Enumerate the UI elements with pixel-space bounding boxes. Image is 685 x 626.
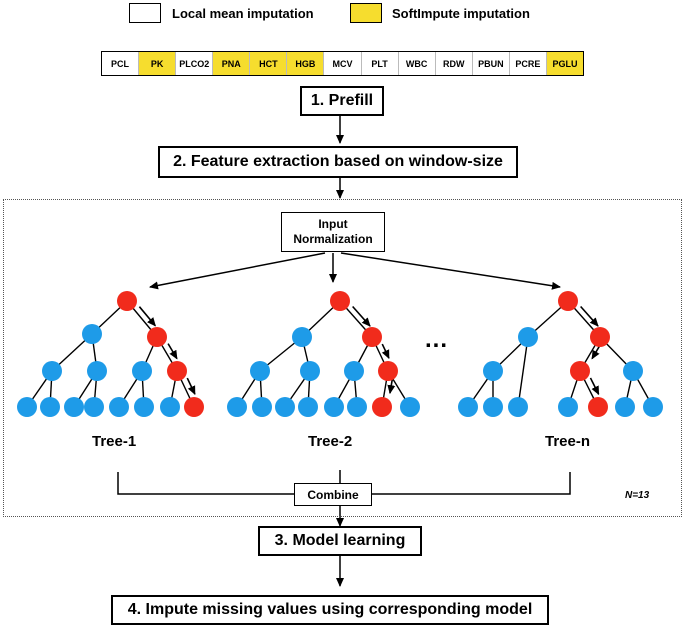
feature-cell-hgb: HGB [287,52,325,75]
tree-node [292,327,312,347]
feature-cell-rdw: RDW [435,52,473,75]
tree-node-active [372,397,392,417]
tree-node [275,397,295,417]
feature-cell-hct: HCT [250,52,288,75]
decision-path-arrow [387,378,396,395]
tree-label-2: Tree-2 [308,433,353,450]
feature-cell-mcv: MCV [324,52,362,75]
tree-edge [517,336,529,408]
decision-path-arrow [580,305,599,327]
legend-local-swatch [129,3,161,23]
tree-node [300,361,320,381]
input-normalization-line2: Normalization [293,232,373,246]
tree-node-active [558,291,578,311]
arrow-input-to-treen [340,252,561,290]
feature-cell-pglu: PGLU [546,52,584,75]
tree-node-active [362,327,382,347]
tree-node-active [330,291,350,311]
arrow-input-to-tree1 [149,252,326,290]
tree-1-graph [17,291,204,417]
tree-node [400,397,420,417]
tree-label-1: Tree-1 [92,433,137,450]
tree-node [87,361,107,381]
tree-node [483,397,503,417]
tree-node-active [147,327,167,347]
decision-path-arrow [138,306,156,327]
tree-node [344,361,364,381]
tree-node-active [570,361,590,381]
input-normalization-box: Input Normalization [281,212,385,252]
legend-soft-swatch [350,3,382,23]
tree-node [623,361,643,381]
tree-node [615,397,635,417]
tree-node-active [588,397,608,417]
tree-node [134,397,154,417]
tree-node [64,397,84,417]
step-impute: 4. Impute missing values using correspon… [111,595,549,625]
tree-node [84,397,104,417]
tree-n-graph [458,291,663,417]
tree-node-active [590,327,610,347]
decision-path-arrow [589,377,600,396]
tree-node [298,397,318,417]
n-label: N=13 [625,490,650,501]
input-normalization-line1: Input [318,217,348,231]
decision-path-arrow [167,343,178,360]
tree-node [82,324,102,344]
tree-node [252,397,272,417]
decision-path-arrow [352,305,371,327]
tree-node [643,397,663,417]
ensemble-container [3,199,682,517]
tree-2-graph [227,291,420,417]
tree-node [250,361,270,381]
trees-layer [17,291,663,417]
step-model-learning: 3. Model learning [258,526,422,556]
tree-node [42,361,62,381]
tree-node [40,397,60,417]
feature-cell-pbun: PBUN [472,52,510,75]
feature-cell-pcl: PCL [102,52,140,75]
tree-node [347,397,367,417]
tree-node [508,397,528,417]
step-feature-extraction: 2. Feature extraction based on window-si… [158,146,518,178]
tree-node [17,397,37,417]
tree-node-active [184,397,204,417]
tree-node-active [167,361,187,381]
tree-node-active [378,361,398,381]
more-trees-ellipsis: ... [425,326,449,353]
tree-node-active [117,291,137,311]
legend-soft-label: SoftImpute imputation [392,6,530,21]
tree-node [518,327,538,347]
decision-path-arrow [381,343,390,360]
step-prefill: 1. Prefill [300,86,384,116]
tree-node [109,397,129,417]
tree-node [324,397,344,417]
feature-cell-plt: PLT [361,52,399,75]
tree-node [458,397,478,417]
feature-cell-wbc: WBC [398,52,436,75]
decision-path-arrow [186,377,196,396]
feature-cell-pna: PNA [213,52,251,75]
feature-cell-pk: PK [139,52,177,75]
tree-node [558,397,578,417]
legend-local-label: Local mean imputation [172,6,314,21]
tree-label-n: Tree-n [545,433,591,450]
feature-cell-pcre: PCRE [509,52,547,75]
tree-node [227,397,247,417]
combine-box: Combine [294,483,372,506]
tree-node [483,361,503,381]
tree-node [160,397,180,417]
feature-cell-plco2: PLCO2 [176,52,214,75]
tree-node [132,361,152,381]
